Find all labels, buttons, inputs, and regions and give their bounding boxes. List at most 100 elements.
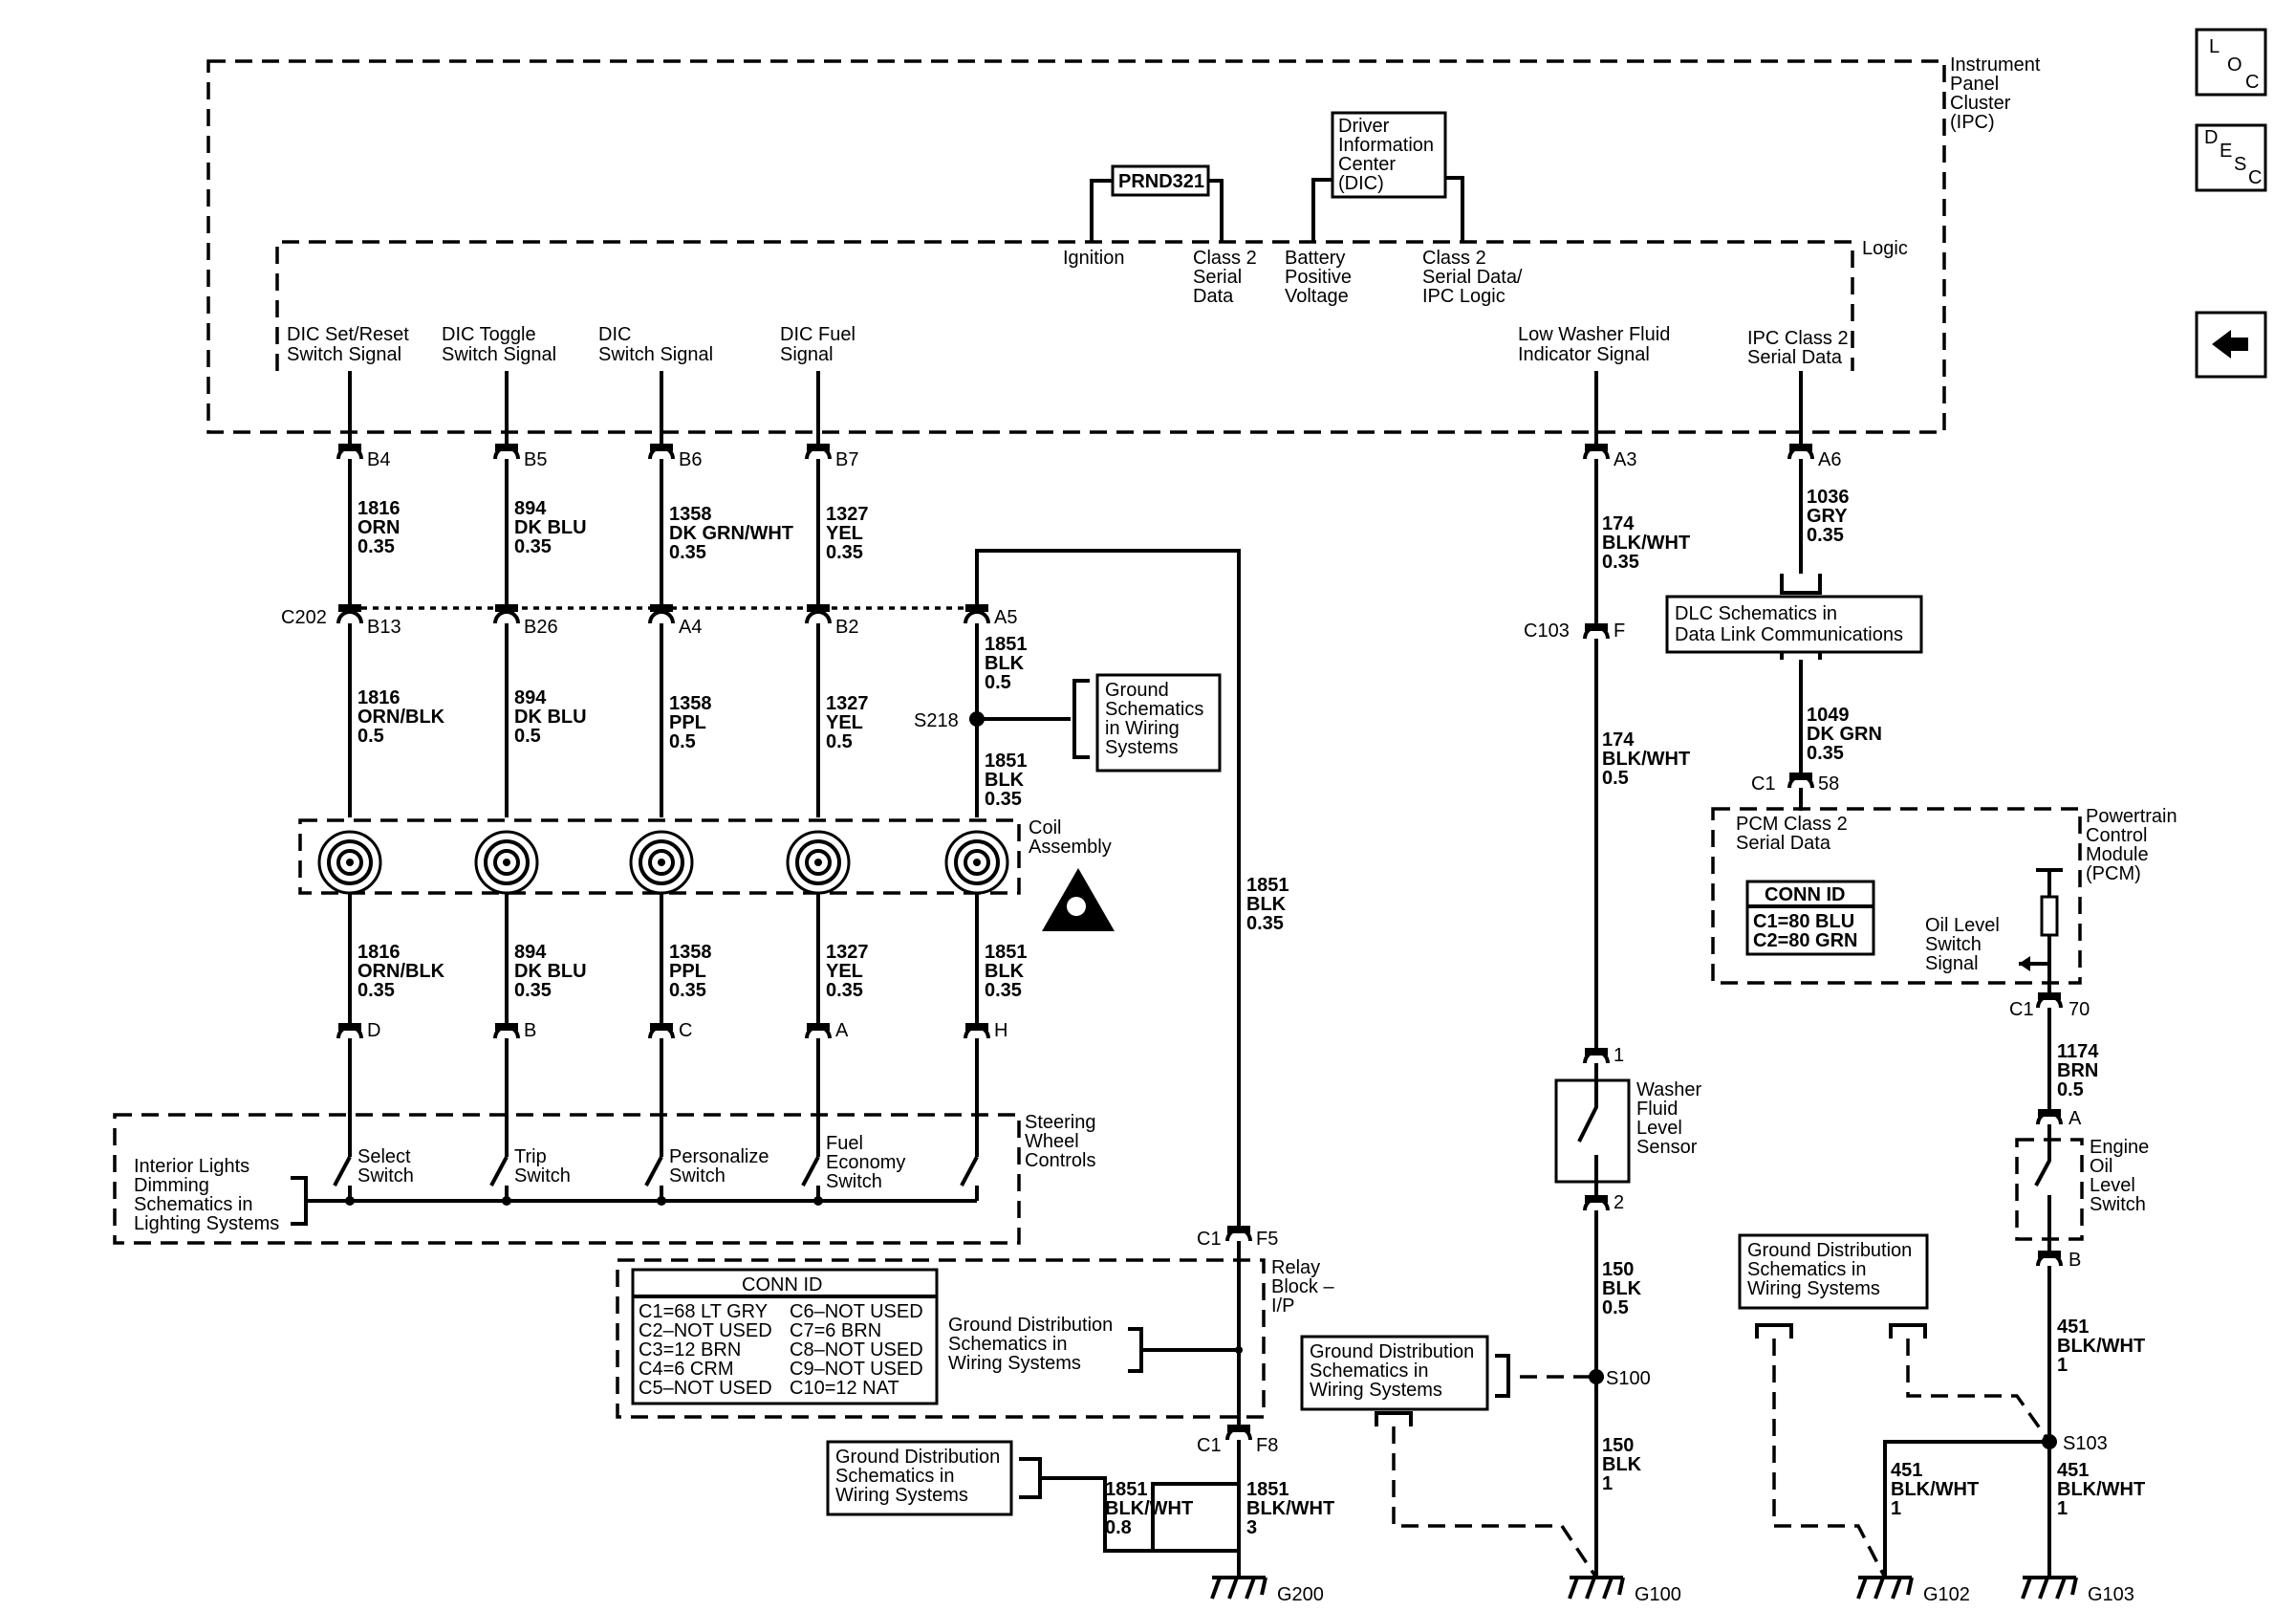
label-pins-a6: A6 [1818,449,1841,470]
label-comp-swc-1: Wheel [1025,1131,1079,1152]
label-wires-w4-2: 0.35 [826,542,863,563]
label-pins-c1b: C1 [2009,999,2034,1020]
label-wires-w27-2: 0.8 [1105,1517,1132,1538]
label-pins-b7: B7 [835,449,858,470]
label-gd-gd1-2: in Wiring [1105,718,1180,739]
label-wires-w2-2: 0.35 [514,536,552,557]
desc-button[interactable] [2195,123,2267,192]
label-splice-s100: S100 [1606,1368,1651,1389]
label-nav-desc_d: D [2204,127,2218,148]
label-comp-sw4-1: Economy [826,1152,905,1173]
label-wires-w16-2: 0.35 [1246,913,1284,934]
label-wires-w1-2: 0.35 [357,536,395,557]
label-wires-w13-1: PPL [669,961,706,982]
label-wires-w7-1: PPL [669,712,706,733]
label-wires-w23-0: 1174 [2057,1041,2099,1062]
label-gd-gd2-2: Wiring Systems [948,1353,1081,1374]
label-wires-w2-1: DK BLU [514,517,587,538]
label-wires-w19-1: BLK [1602,1278,1642,1299]
label-wires-w12-1: DK BLU [514,961,587,982]
label-wires-w18-2: 0.5 [1602,768,1629,789]
label-splice-s218: S218 [914,710,959,731]
label-gd-gd2-1: Schematics in [948,1334,1068,1355]
label-pins-c1d: C1 [1197,1435,1222,1456]
label-comp-oil_sig-0: Oil Level [1925,915,2000,936]
label-comp-swc-0: Steering [1025,1112,1096,1133]
label-wires-w20-1: BLK [1602,1454,1642,1475]
coil-4 [786,830,851,895]
label-pins-c1a: C1 [1751,773,1776,795]
label-comp-washer-3: Sensor [1636,1137,1698,1158]
label-wires-w17-2: 0.35 [1602,552,1639,573]
grounds: G200 G100 G102 G103 [1210,1576,2134,1605]
label-comp-relay-2: I/P [1271,1295,1294,1317]
label-ipc-cls2-1: Serial [1193,267,1242,288]
label-ipc-title-2: Cluster [1950,93,2011,114]
label-comp-eng_oil-3: Switch [2090,1194,2146,1215]
label-wires-w27-0: 1851 [1105,1479,1148,1500]
label-comp-ild-1: Dimming [134,1175,209,1196]
label-wires-w9-2: 0.5 [985,672,1011,693]
label-comp-dlc-0: DLC Schematics in [1675,603,1837,624]
label-wires-w11-1: ORN/BLK [357,961,445,982]
ipc-box: Instrument Panel Cluster (IPC) Logic PRN… [206,54,2041,434]
label-ipc-logic: Logic [1862,238,1908,259]
label-sig-s4-1: Signal [780,344,834,365]
label-wires-w5-1: ORN/BLK [357,707,445,728]
label-gd-gd4-1: Schematics in [1310,1361,1429,1382]
label-wires-w3-0: 1358 [669,504,712,525]
label-gd-gd1-3: Systems [1105,737,1179,758]
label-nav-desc_e: E [2220,141,2232,162]
label-wires-w10-2: 0.35 [985,789,1022,810]
label-wires-w25-1: BLK/WHT [1891,1479,1979,1500]
label-sig-s6-1: Serial Data [1747,347,1843,368]
label-comp-relay-1: Block – [1271,1276,1334,1297]
label-ground-g200: G200 [1277,1584,1324,1605]
label-pins-b2: B2 [835,617,858,638]
label-gd-gd1-1: Schematics [1105,699,1203,720]
label-wires-w28-2: 3 [1246,1517,1257,1538]
label-wires-w24-1: BLK/WHT [2057,1336,2145,1357]
label-gd-gd3-2: Wiring Systems [835,1485,968,1506]
label-wires-w13-0: 1358 [669,942,712,963]
loc-button[interactable] [2195,28,2267,97]
label-comp-relay-0: Relay [1271,1257,1320,1278]
label-wires-w4-1: YEL [826,523,863,544]
label-comp-washer-1: Fluid [1636,1099,1678,1120]
label-nav-desc_c: C [2248,167,2262,188]
label-ground-g103: G103 [2088,1584,2134,1605]
label-wires-w26-2: 1 [2057,1498,2068,1519]
label-wires-w1-0: 1816 [357,498,401,519]
label-wires-w4-0: 1327 [826,504,869,525]
arrow-icon [2019,956,2030,971]
label-ipc-title-3: (IPC) [1950,112,1995,133]
label-wires-w14-2: 0.35 [826,980,863,1001]
label-ipc-title-1: Panel [1950,74,1999,95]
label-gd-gd5-2: Wiring Systems [1747,1278,1880,1299]
label-wires-w24-2: 1 [2057,1355,2068,1376]
label-wires-w7-0: 1358 [669,693,712,714]
label-wires-w20-0: 150 [1602,1435,1634,1456]
label-wires-w28-0: 1851 [1246,1479,1289,1500]
label-wires-w8-2: 0.5 [826,731,853,752]
label-comp-oil_sig-2: Signal [1925,953,1979,974]
label-wires-w6-0: 894 [514,687,547,708]
label-pins-a5: A5 [994,607,1017,628]
label-pins-pb: B [2069,1250,2081,1271]
label-comp-pcm_sig-1: Serial Data [1736,833,1831,854]
label-pins-b: B [524,1020,536,1041]
label-gd-gd5-0: Ground Distribution [1747,1240,1912,1261]
label-sig-s4-0: DIC Fuel [780,324,856,345]
back-arrow-icon [2212,330,2248,359]
label-wires-w11-2: 0.35 [357,980,395,1001]
label-wires-w8-0: 1327 [826,693,869,714]
label-comp-sw2-1: Switch [514,1165,571,1186]
label-comp-relay_rows2-4: C10=12 NAT [790,1378,899,1399]
label-wires-w15-2: 0.35 [985,980,1022,1001]
label-wires-w28-1: BLK/WHT [1246,1498,1334,1519]
label-sig-s2-1: Switch Signal [442,344,556,365]
